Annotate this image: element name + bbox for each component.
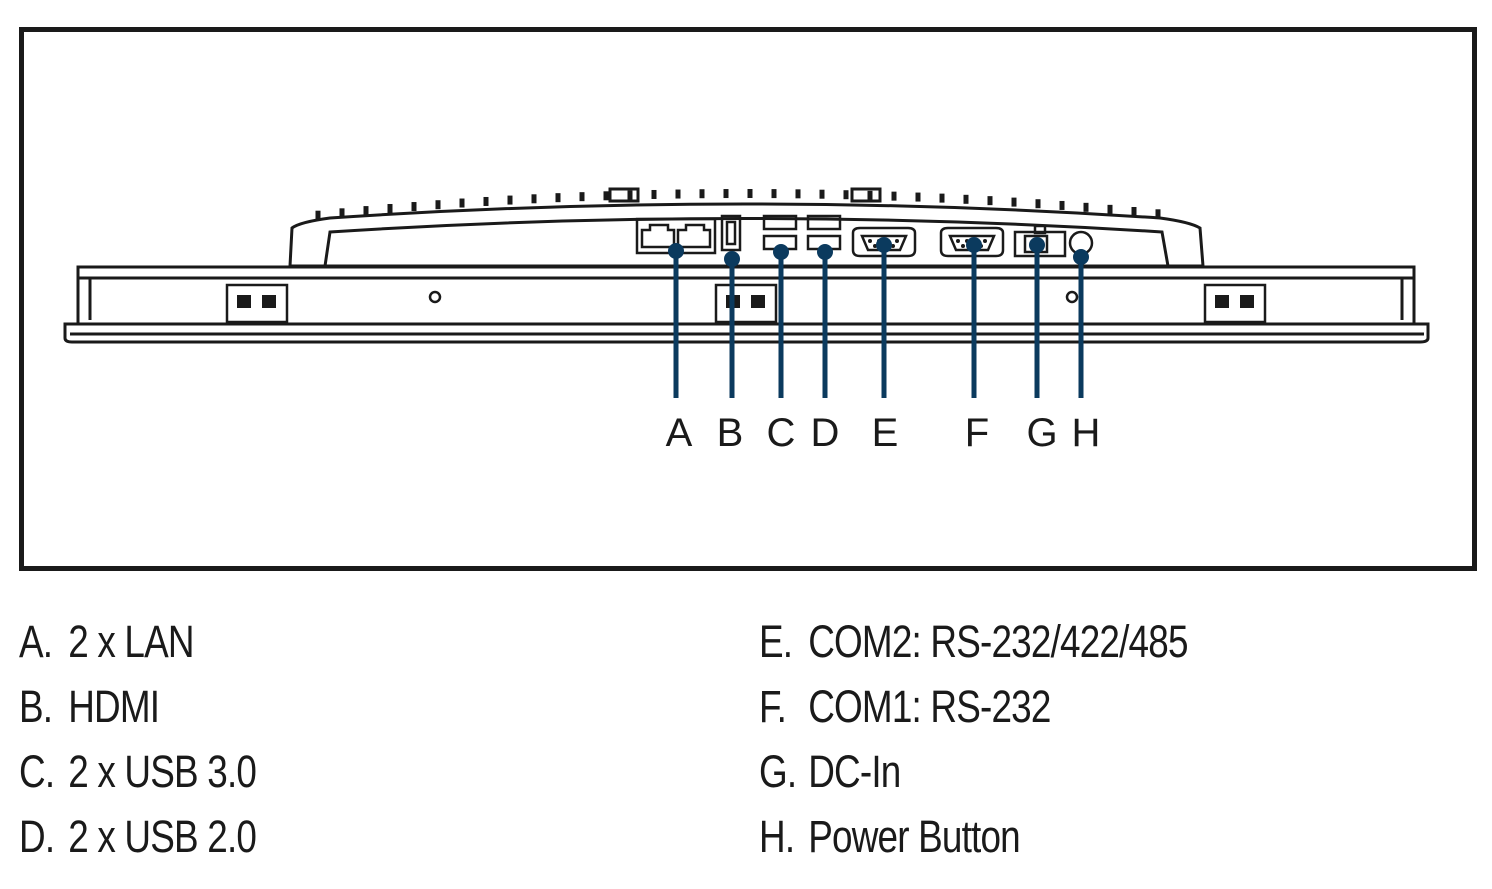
callout-letter-e: E	[872, 411, 899, 455]
legend-text: 2 x USB 3.0	[68, 746, 257, 797]
legend-item-b: B. HDMI	[19, 681, 593, 746]
hdmi-port	[720, 214, 742, 252]
fin	[771, 189, 777, 199]
callout-letter-d: D	[811, 411, 840, 455]
fin	[363, 206, 369, 216]
panel-bezel	[63, 265, 1430, 344]
legend-left-column: A. 2 x LAN B. HDMI C. 2 x USB 3.0 D. 2 x…	[19, 616, 719, 876]
fin	[675, 189, 681, 199]
legend-text: COM2: RS-232/422/485	[808, 616, 1188, 667]
legend-letter: C.	[19, 746, 55, 797]
fin	[507, 195, 513, 205]
usb2-port-top	[806, 214, 842, 231]
callout-dot-c	[773, 244, 789, 260]
fin	[891, 191, 897, 201]
legend-letter: A.	[19, 616, 53, 667]
fin	[459, 198, 465, 208]
legend-item-d: D. 2 x USB 2.0	[19, 811, 593, 876]
fin	[843, 190, 849, 200]
usb3-port-top	[762, 214, 798, 231]
fin	[387, 203, 393, 213]
legend-letter: D.	[19, 811, 55, 862]
callout-dot-f	[966, 237, 982, 253]
fin	[435, 200, 441, 210]
legend-letter: F.	[759, 681, 787, 732]
legend-text: Power Button	[808, 811, 1021, 862]
legend-item-c: C. 2 x USB 3.0	[19, 746, 593, 811]
callout-dot-g	[1029, 237, 1045, 253]
callout-dot-e	[876, 237, 892, 253]
legend-text: DC-In	[808, 746, 901, 797]
legend-item-a: A. 2 x LAN	[19, 616, 593, 681]
callout-letter-b: B	[717, 411, 744, 455]
com1-port	[939, 226, 1005, 258]
legend-letter: E.	[759, 616, 793, 667]
fin	[795, 189, 801, 199]
fin	[915, 192, 921, 202]
diagram-frame	[19, 27, 1477, 571]
legend-letter: H.	[759, 811, 795, 862]
fin	[699, 189, 705, 199]
legend-item-f: F. COM1: RS-232	[759, 681, 1333, 746]
fin	[1035, 199, 1041, 209]
fin	[963, 194, 969, 204]
callout-letter-f: F	[965, 411, 989, 455]
callout-letter-h: H	[1072, 411, 1101, 455]
fin	[1083, 202, 1089, 212]
fin	[411, 202, 417, 212]
fin	[1059, 200, 1065, 210]
fin	[483, 196, 489, 206]
screw-holes	[428, 290, 1079, 304]
fin	[603, 191, 609, 201]
mount-tabs	[608, 187, 882, 203]
callout-letter-g: G	[1026, 411, 1057, 455]
fin	[723, 189, 729, 199]
fin	[627, 190, 633, 200]
callout-letter-a: A	[666, 411, 693, 455]
legend-item-e: E. COM2: RS-232/422/485	[759, 616, 1333, 681]
fin	[339, 208, 345, 218]
io-ports	[635, 214, 1094, 258]
fin	[939, 193, 945, 203]
callout-dot-a	[668, 243, 684, 259]
fin	[819, 189, 825, 199]
callout-letter-c: C	[767, 411, 796, 455]
fin	[315, 210, 321, 220]
callout-dot-d	[817, 244, 833, 260]
fin	[555, 193, 561, 203]
bezel-clips	[225, 283, 1267, 324]
legend-letter: B.	[19, 681, 53, 732]
com2-port	[851, 226, 917, 258]
cooling-fins	[315, 189, 1161, 220]
fin	[747, 189, 753, 199]
legend-item-g: G. DC-In	[759, 746, 1333, 811]
legend-text: COM1: RS-232	[808, 681, 1051, 732]
fin	[1107, 204, 1113, 214]
fin	[579, 192, 585, 202]
fin	[531, 194, 537, 204]
legend-text: 2 x LAN	[68, 616, 194, 667]
fin	[987, 196, 993, 206]
fin	[1131, 207, 1137, 217]
legend-letter: G.	[759, 746, 797, 797]
legend-right-column: E. COM2: RS-232/422/485 F. COM1: RS-232 …	[759, 616, 1459, 876]
fin	[867, 190, 873, 200]
fin	[651, 189, 657, 199]
fin	[1155, 209, 1161, 219]
fin	[1011, 197, 1017, 207]
callout-dot-h	[1073, 249, 1089, 265]
legend-item-h: H. Power Button	[759, 811, 1333, 876]
legend-text: 2 x USB 2.0	[68, 811, 257, 862]
callout-dot-b	[724, 251, 740, 267]
legend-text: HDMI	[68, 681, 160, 732]
